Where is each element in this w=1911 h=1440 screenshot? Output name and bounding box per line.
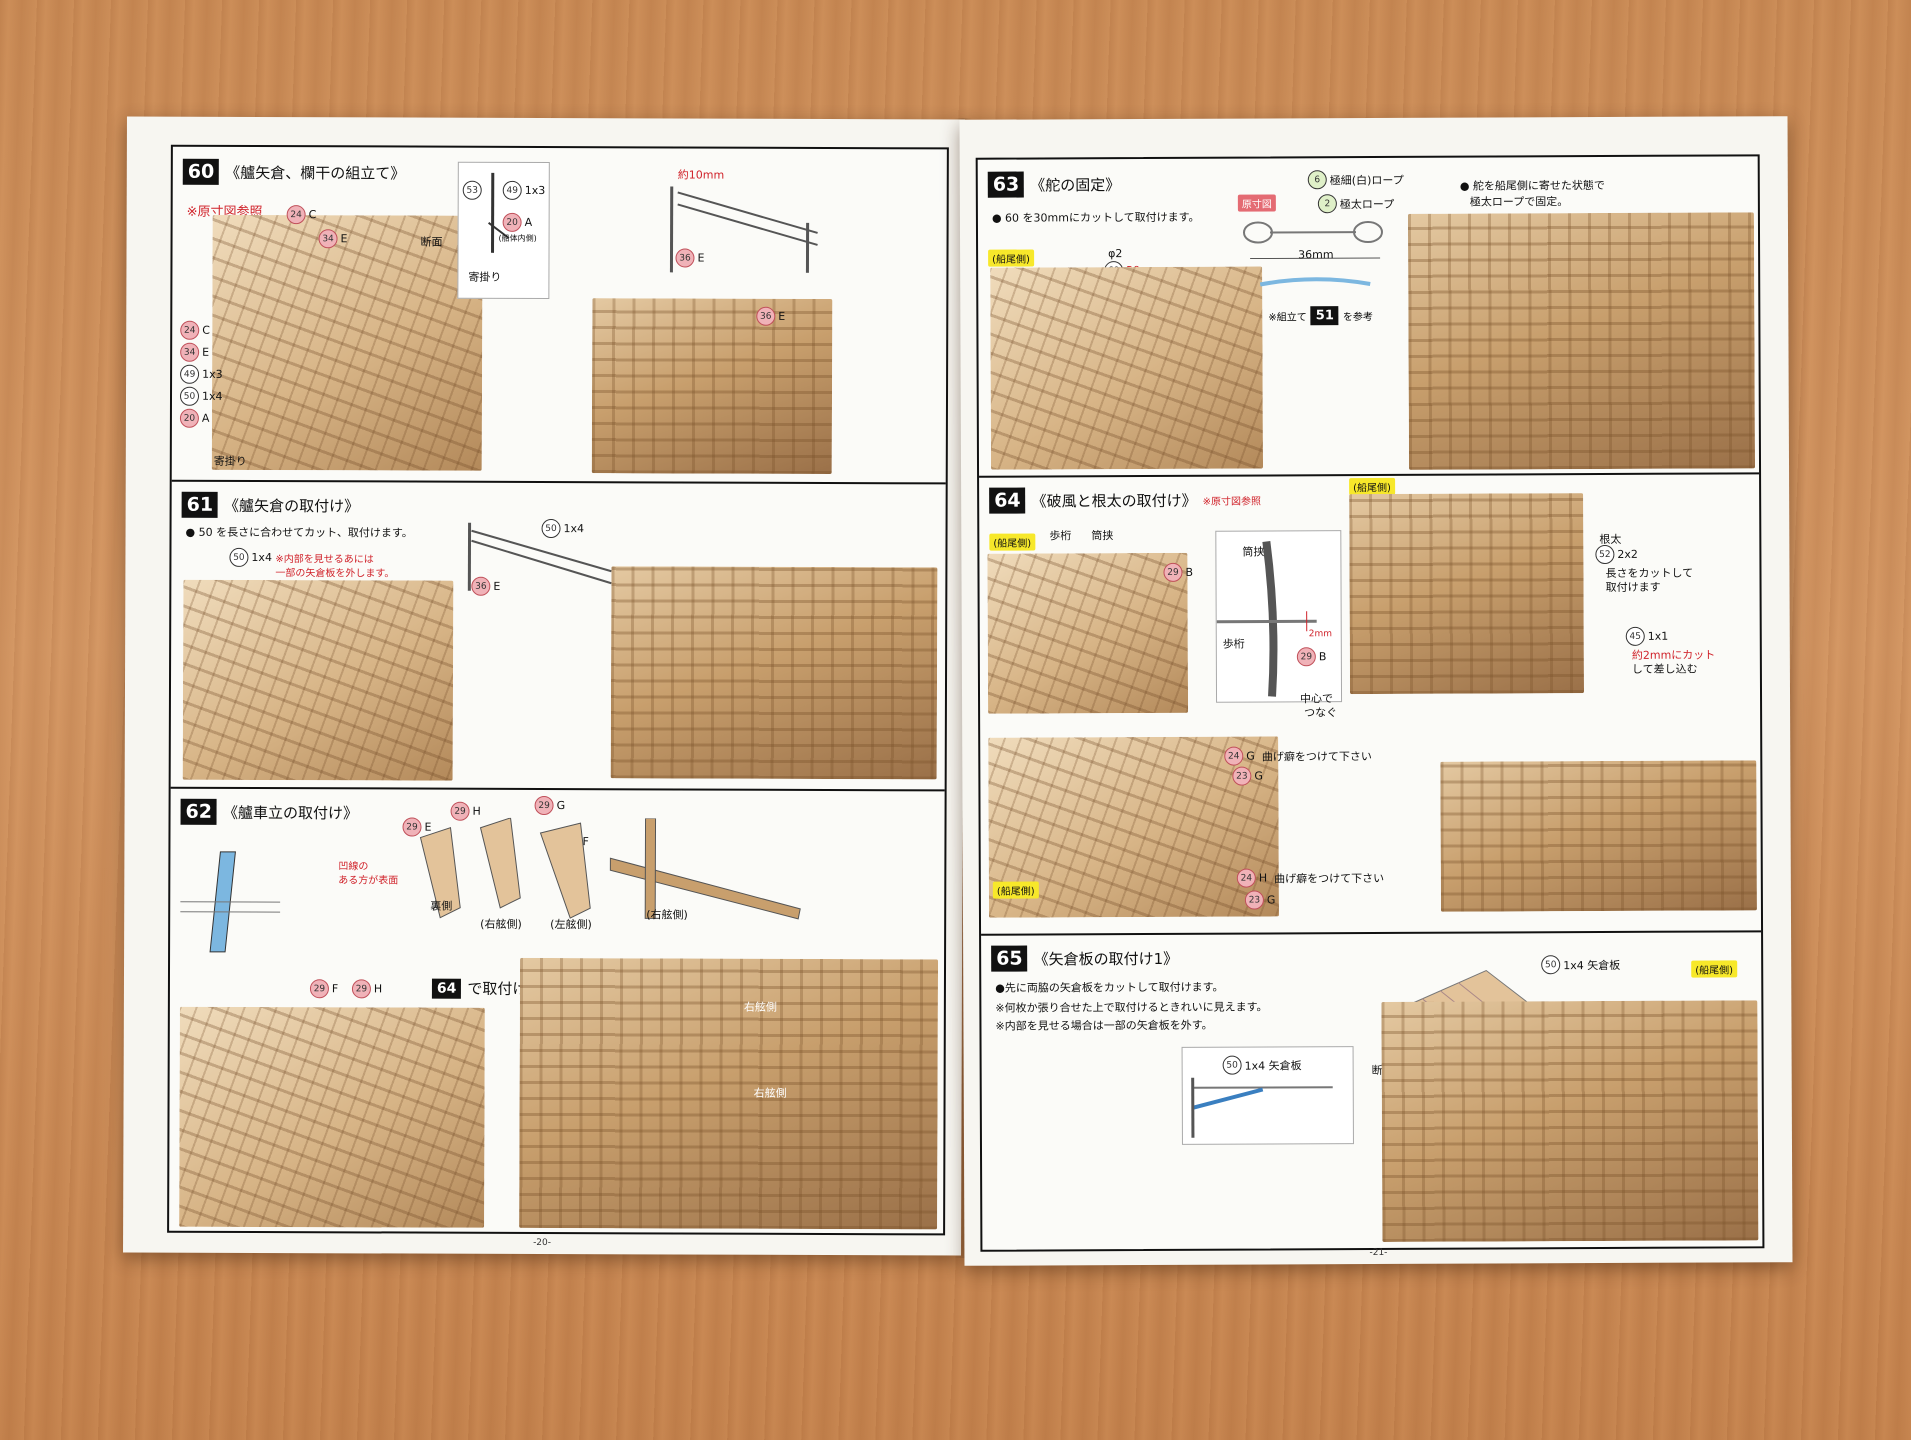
post-parts (419, 817, 801, 920)
assembly-photo (987, 552, 1189, 714)
step-number: 62 (180, 798, 218, 825)
orientation-tag: (船尾側) (1349, 477, 1395, 496)
step-number: 61 (181, 491, 219, 518)
assembly-photo (179, 1006, 485, 1228)
step-number: 63 (987, 171, 1025, 198)
note: 極太ロープで固定。 (1469, 195, 1569, 209)
step-title: 《矢倉板の取付け1》 (1033, 949, 1179, 968)
right-page-frame: 63 《舵の固定》 ● 60 を30mmにカットして取付けます。 (船尾側) φ… (975, 154, 1765, 1252)
step-title: 《舵の固定》 (1030, 175, 1121, 195)
page-number: -20- (533, 1237, 552, 1249)
assembly-photo (182, 579, 454, 781)
label: 断面 (420, 235, 443, 249)
step-reference: 64 で取付け (431, 978, 528, 999)
assembly-photo (990, 266, 1264, 470)
note: ※内部を見せる場合は一部の矢倉板を外す。 (995, 1018, 1213, 1033)
label: 寄掛り (213, 454, 247, 468)
assembly-photo (1381, 1000, 1759, 1242)
note: ●先に両脇の矢倉板をカットして取付けます。 (995, 980, 1224, 995)
assembly-photo (1440, 760, 1757, 912)
step-reference: ※組立て 51 を参考 (1268, 306, 1373, 326)
note: ● 舵を船尾側に寄せた状態で (1459, 178, 1605, 193)
rope-diagram (1242, 221, 1383, 287)
orientation-tag: (船尾側) (992, 881, 1039, 899)
step-number: 60 (182, 158, 220, 185)
assembly-photo (1407, 212, 1756, 470)
assembly-photo (591, 298, 833, 475)
note: ※内部を見せるあには (275, 554, 374, 566)
railing-diagram (461, 511, 621, 607)
assembly-photo (1349, 493, 1585, 695)
orientation-tag: (船尾側) (988, 249, 1034, 267)
assembly-photo (211, 214, 483, 471)
note: ※何枚か張り合せた上で取付けるときれいに見えます。 (995, 1000, 1268, 1015)
step-number: 64 (989, 487, 1026, 514)
step-65: 65 《矢倉板の取付け1》 ●先に両脇の矢倉板をカットして取付けます。 ※何枚か… (981, 930, 1762, 1249)
right-page: 63 《舵の固定》 ● 60 を30mmにカットして取付けます。 (船尾側) φ… (959, 116, 1793, 1266)
note: 一部の矢倉板を外します。 (275, 568, 395, 580)
step-title: 《艫矢倉の取付け》 (224, 496, 360, 515)
note: ● 50 を長さに合わせてカット、取付けます。 (185, 525, 413, 540)
railing-sketch (488, 172, 510, 253)
step-63: 63 《舵の固定》 ● 60 を30mmにカットして取付けます。 (船尾側) φ… (977, 156, 1760, 478)
full-size-tag: 原寸図 (1237, 194, 1276, 212)
orientation-tag: (船尾側) (1691, 960, 1738, 978)
post-diagram (180, 851, 281, 953)
assembly-photo (610, 566, 938, 780)
railing-diagram-lines (669, 186, 818, 273)
note: ● 60 を30mmにカットして取付けます。 (991, 210, 1200, 225)
orientation-tag: (船尾側) (989, 533, 1036, 551)
step-61: 61 《艫矢倉の取付け》 ● 50 を長さに合わせてカット、取付けます。 ※内部… (170, 479, 946, 792)
step-title: 《艫車立の取付け》 (222, 803, 359, 822)
step-62: 62 《艫車立の取付け》 凹線の ある方が表面 29E 29H 29G 29F … (169, 787, 945, 1234)
assembly-photo (519, 957, 939, 1230)
step-title: 《破風と根太の取付け》 (1031, 491, 1197, 511)
step-number: 65 (991, 945, 1028, 972)
step-title: 《艫矢倉、欄干の組立て》 (225, 163, 406, 183)
